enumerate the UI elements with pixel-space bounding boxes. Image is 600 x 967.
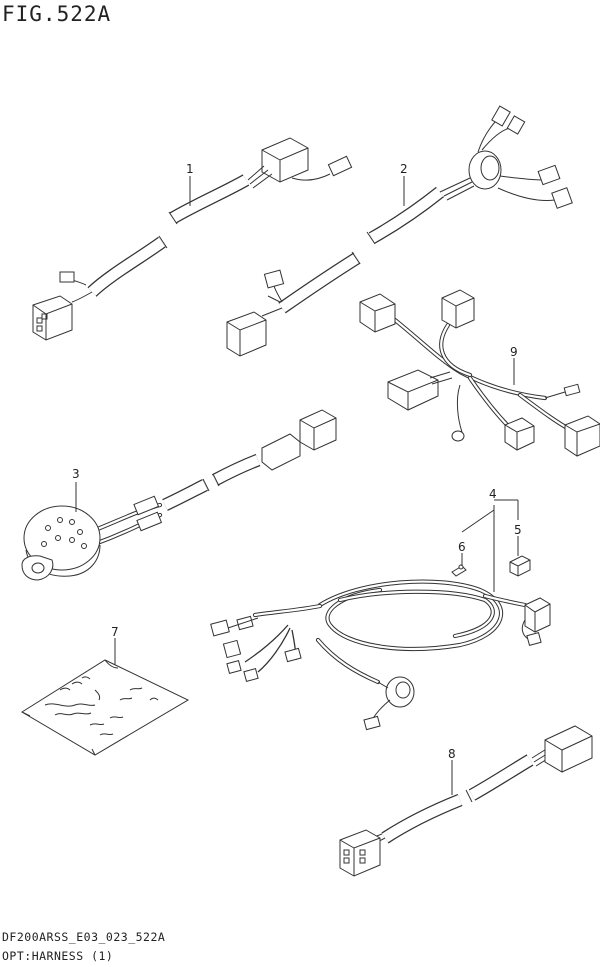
part-7-bag[interactable] [21, 659, 190, 756]
part-6-clip[interactable] [451, 564, 467, 577]
callout-2: 2 [400, 162, 408, 176]
part-2-harness[interactable] [226, 105, 573, 357]
part-1-harness[interactable] [32, 137, 353, 341]
callout-6: 6 [458, 540, 466, 554]
part-9-harness[interactable] [359, 289, 600, 457]
callout-7: 7 [111, 625, 119, 639]
part-3-buzzer[interactable] [21, 409, 337, 581]
callout-8: 8 [448, 747, 456, 761]
callout-4: 4 [489, 487, 497, 501]
callout-9: 9 [510, 345, 518, 359]
callout-3: 3 [72, 467, 80, 481]
callout-5: 5 [514, 523, 522, 537]
part-5-plug[interactable] [509, 555, 531, 577]
part-8-harness[interactable] [339, 725, 593, 877]
part-4-harness[interactable] [210, 579, 551, 731]
figure-title: FIG.522A [2, 2, 112, 26]
figure-subtitle: OPT:HARNESS (1) [2, 949, 114, 963]
figure-code: DF200ARSS_E03_023_522A [2, 930, 166, 944]
callout-1: 1 [186, 162, 194, 176]
